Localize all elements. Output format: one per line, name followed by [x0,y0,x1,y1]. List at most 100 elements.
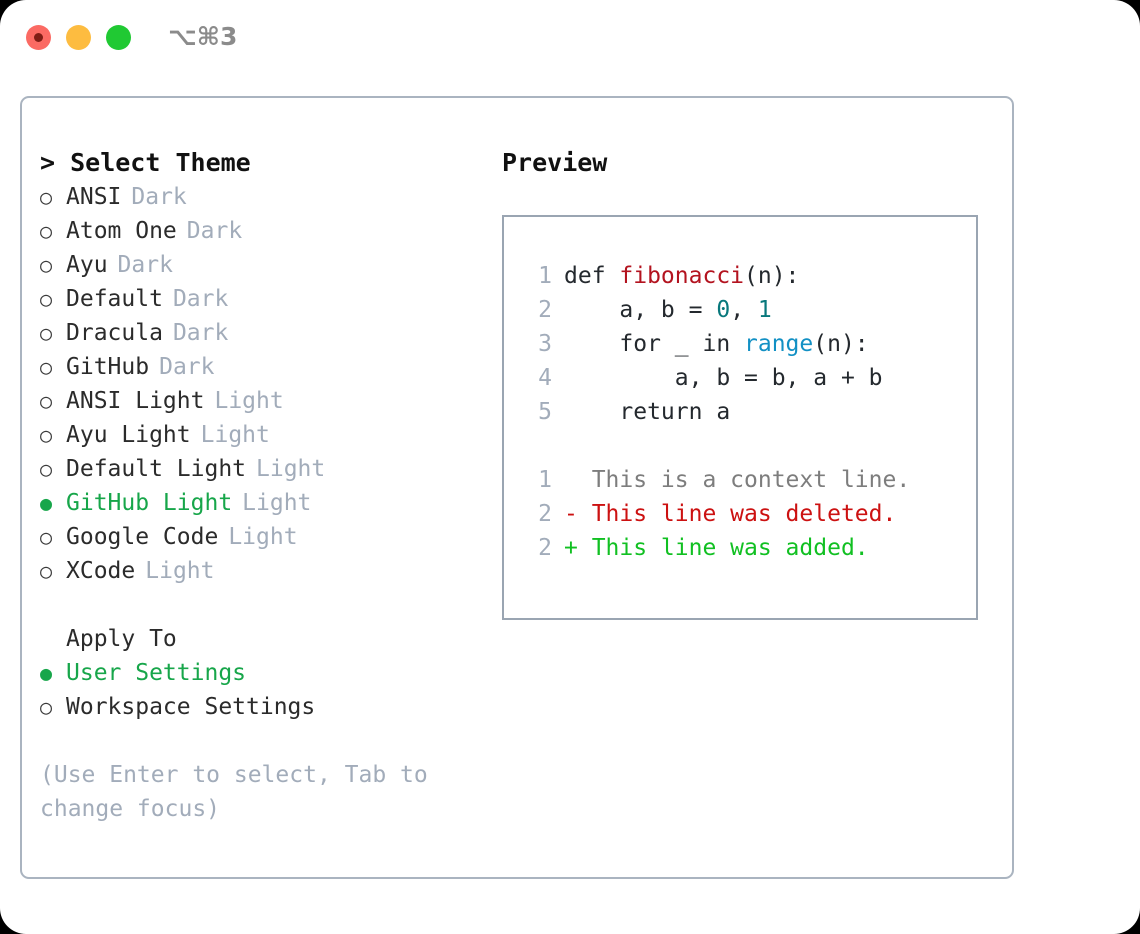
radio-unselected-icon: ○ [40,185,53,209]
line-number: 4 [538,365,552,391]
theme-option-label: GitHub [66,354,150,380]
code-token: + This line was added. [564,535,869,561]
radio-unselected-icon: ○ [40,219,53,243]
code-diff-spacer [522,429,976,463]
radio-unselected-icon: ○ [40,287,53,311]
apply-to-option-row[interactable]: ○ Workspace Settings [40,690,492,724]
theme-option-label: GitHub Light [66,490,233,516]
theme-option-row[interactable]: ○ Ayu Dark [40,248,492,282]
preview-heading: Preview [502,148,608,177]
apply-to-option-label: User Settings [66,660,247,686]
theme-option-tag: Dark [172,286,229,312]
radio-unselected-icon: ○ [40,321,53,345]
theme-option-tag: Dark [117,252,173,278]
section-spacer [40,588,492,622]
code-token: for _ in [564,331,745,357]
theme-option-label: Atom One [66,218,177,244]
theme-option-label: Google Code [66,524,219,550]
theme-option-tag: Dark [131,184,187,210]
theme-option-tag: Light [145,558,215,584]
radio-unselected-icon: ○ [40,389,53,413]
theme-option-tag: Light [200,422,270,448]
code-token: range [744,331,814,357]
code-token: 1 [757,297,772,323]
radio-unselected-icon: ○ [40,525,53,549]
apply-to-option-row[interactable]: ● User Settings [40,656,492,690]
theme-option-row[interactable]: ○ Dracula Dark [40,316,492,350]
code-line: 1 def fibonacci(n): [522,259,976,293]
diff-sample: 1 This is a context line. 2 - This line wa… [522,463,976,565]
theme-option-row[interactable]: ○ Default Light Light [40,452,492,486]
theme-option-row[interactable]: ○ ANSI Dark [40,180,492,214]
code-token: fibonacci [619,263,745,289]
code-token: a, b = [564,297,717,323]
code-line: 3 for _ in range(n): [522,327,976,361]
theme-option-label: Ayu [66,252,108,278]
theme-option-tag: Light [214,388,284,414]
theme-option-label: Default [66,286,163,312]
theme-option-tag: Dark [172,320,229,346]
close-window-button[interactable] [26,25,51,50]
code-token: (n): [813,331,869,357]
code-token: def [564,263,620,289]
radio-unselected-icon: ○ [40,559,53,583]
theme-option-label: Default Light [66,456,247,482]
theme-option-row[interactable]: ○ GitHub Dark [40,350,492,384]
radio-unselected-icon: ○ [40,695,53,719]
theme-option-label: ANSI [66,184,122,210]
theme-option-tag: Dark [186,218,243,244]
select-theme-heading: > Select Theme [40,148,251,177]
theme-option-tag: Light [242,490,312,516]
diff-line: 2 + This line was added. [522,531,976,565]
apply-to-heading: Apply To [66,626,177,652]
diff-line: 1 This is a context line. [522,463,976,497]
theme-option-row[interactable]: ○ XCode Light [40,554,492,588]
radio-unselected-icon: ○ [40,253,53,277]
apply-to-list: ● User Settings ○ Workspace Settings [40,656,492,724]
theme-option-row[interactable]: ○ Atom One Dark [40,214,492,248]
code-token: , [730,297,758,323]
code-token: return a [564,399,731,425]
maximize-window-button[interactable] [106,25,131,50]
line-number: 2 [538,297,552,323]
line-number: 3 [538,331,552,357]
code-line: 2 a, b = 0, 1 [522,293,976,327]
keyboard-shortcut-label: ⌥⌘3 [168,22,238,51]
theme-option-row[interactable]: ● GitHub Light Light [40,486,492,520]
code-line: 5 return a [522,395,976,429]
line-number: 1 [538,263,552,289]
theme-option-row[interactable]: ○ Default Dark [40,282,492,316]
minimize-window-button[interactable] [66,25,91,50]
line-number: 5 [538,399,552,425]
radio-unselected-icon: ○ [40,423,53,447]
code-line: 4 a, b = b, a + b [522,361,976,395]
line-number: 1 [538,467,552,493]
line-number: 2 [538,535,552,561]
theme-option-label: Ayu Light [66,422,191,448]
theme-option-label: XCode [66,558,136,584]
theme-option-row[interactable]: ○ ANSI Light Light [40,384,492,418]
theme-option-tag: Dark [159,354,215,380]
code-token: (n): [744,263,800,289]
theme-option-row[interactable]: ○ Ayu Light Light [40,418,492,452]
radio-unselected-icon: ○ [40,457,53,481]
theme-option-label: Dracula [66,320,163,346]
apply-to-option-label: Workspace Settings [66,694,316,720]
radio-unselected-icon: ○ [40,355,53,379]
code-token: This is a context line. [564,467,911,493]
radio-selected-icon: ● [40,661,53,685]
line-number: 2 [538,501,552,527]
code-token: a, b = b, a + b [564,365,883,391]
theme-option-label: ANSI Light [66,388,205,414]
code-token: - This line was deleted. [564,501,897,527]
window-titlebar: ⌥⌘3 [0,0,1140,78]
theme-option-tag: Light [256,456,326,482]
keyboard-hint-text: (Use Enter to select, Tab to change focu… [40,762,442,822]
radio-selected-icon: ● [40,491,53,515]
